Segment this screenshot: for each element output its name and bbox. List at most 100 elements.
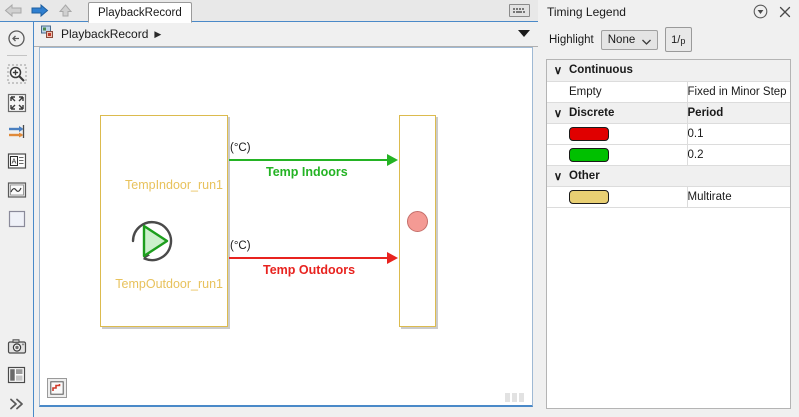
legend-swatch-cell [569,186,687,208]
model-canvas[interactable]: TempIndoor_run1 TempOutdoor_run1 [39,47,533,407]
tool-annotation[interactable]: A [4,148,30,174]
legend-row[interactable]: Multirate [547,186,790,208]
legend-row[interactable]: 0.1 [547,123,790,145]
tool-more[interactable] [4,391,30,417]
group-header-other [687,165,790,187]
layout-icon [7,366,26,384]
forward-button[interactable] [26,1,52,21]
highlight-select[interactable]: None [600,29,658,50]
tool-camera[interactable] [4,333,30,359]
blank-block-icon [8,210,25,228]
row-caret-spacer [547,186,569,208]
source-block[interactable]: TempIndoor_run1 TempOutdoor_run1 [100,115,228,327]
scope-icon [7,182,26,198]
tab-playbackrecord[interactable]: PlaybackRecord [88,2,192,23]
signal-name-temp-outdoors[interactable]: Temp Outdoors [263,263,356,277]
signal-lines-icon [8,125,24,138]
legend-value-multirate: Multirate [686,186,790,208]
signal-line-temp-outdoors[interactable] [229,257,387,259]
source-signal-label-indoor: TempIndoor_run1 [125,178,223,192]
legend-group-row-other[interactable]: ∨ Other [547,165,790,187]
signal-unit-temp-indoors: (°C) [230,142,251,154]
legend-value-period-2: 0.2 [686,144,790,166]
breadcrumb-label[interactable]: PlaybackRecord [61,27,149,41]
resize-grip-icon[interactable] [505,391,529,402]
annotation-icon: A [7,153,26,169]
back-arrow-icon [4,3,23,18]
arrowhead-temp-indoors-icon [387,154,398,166]
legend-group-row-continuous[interactable]: ∨ Continuous [547,60,790,82]
forward-arrow-icon [30,3,49,18]
color-swatch-gold [569,189,609,204]
legend-swatch-cell [569,123,687,145]
up-button[interactable] [52,1,78,21]
legend-toolbar: Highlight None 1/p [538,24,799,55]
tool-fit-to-view[interactable] [4,90,30,116]
fit-to-view-icon [7,93,26,113]
group-caret-continuous[interactable]: ∨ [547,60,569,82]
legend-row[interactable]: Empty Fixed in Minor Step [547,81,790,103]
row-caret-spacer [547,144,569,166]
legend-table-wrapper: ∨ Continuous Empty Fixed in Minor Step ∨… [546,59,791,409]
toolbar-divider [6,55,27,56]
legend-value-period-1: 0.1 [686,123,790,145]
signal-name-temp-indoors[interactable]: Temp Indoors [266,165,348,179]
keyboard-icon[interactable] [509,4,530,17]
close-icon[interactable] [777,4,792,19]
chevron-double-right-icon [9,398,23,410]
group-header-continuous [687,60,790,82]
camera-icon [7,338,26,354]
inverse-period-denominator: p [680,36,686,46]
model-pane: PlaybackRecord [0,0,538,417]
signal-line-temp-indoors[interactable] [229,159,387,161]
signal-unit-temp-outdoors: (°C) [230,240,251,252]
arrowhead-temp-outdoors-icon [387,252,398,264]
group-caret-discrete[interactable]: ∨ [547,102,569,124]
legend-group-row-discrete[interactable]: ∨ Discrete Period [547,102,790,124]
sink-port-dot-icon [407,210,428,232]
group-caret-other[interactable]: ∨ [547,165,569,187]
tool-blank-block[interactable] [4,206,30,232]
group-name-discrete: Discrete [569,102,687,124]
inverse-period-numerator: 1 [671,34,678,46]
model-explorer-icon[interactable] [47,378,67,398]
timing-legend-panel: Timing Legend Highlight None [538,0,799,417]
tab-label: PlaybackRecord [98,6,182,19]
replay-play-icon [123,212,181,270]
breadcrumb: PlaybackRecord ▶ [34,22,538,47]
options-dropdown-icon[interactable] [753,4,768,19]
row-caret-spacer [547,123,569,145]
tool-navigate-back[interactable] [4,25,30,51]
legend-table: ∨ Continuous Empty Fixed in Minor Step ∨… [547,60,790,208]
color-swatch-red [569,126,609,141]
zoom-in-icon [7,64,26,84]
tool-layout[interactable] [4,362,30,388]
left-toolbar: A [0,22,34,417]
svg-text:A: A [11,159,16,166]
dropdown-triangle-icon[interactable] [518,30,530,37]
legend-swatch-empty: Empty [569,81,687,103]
inverse-period-button[interactable]: 1/p [664,27,692,52]
legend-value-fixed-in-minor-step: Fixed in Minor Step [686,81,790,103]
tool-signal-lines[interactable] [4,119,30,145]
up-arrow-icon [58,3,73,18]
legend-titlebar-buttons [753,4,792,19]
chevron-down-icon [641,37,652,49]
row-caret-spacer [547,81,569,103]
back-button[interactable] [0,1,26,21]
legend-row[interactable]: 0.2 [547,144,790,166]
navigate-back-icon [8,29,25,47]
legend-titlebar: Timing Legend [538,0,799,24]
group-name-continuous: Continuous [569,60,687,82]
canvas-wrapper: TempIndoor_run1 TempOutdoor_run1 [34,47,538,417]
highlight-select-value: None [607,33,636,46]
highlight-label: Highlight [549,33,594,46]
tool-zoom-in[interactable] [4,61,30,87]
tab-strip: PlaybackRecord [0,0,538,23]
breadcrumb-caret-icon: ▶ [154,28,162,39]
sink-block[interactable] [399,115,436,327]
tool-scope[interactable] [4,177,30,203]
source-signal-label-outdoor: TempOutdoor_run1 [115,277,223,291]
group-header-period: Period [686,102,790,124]
